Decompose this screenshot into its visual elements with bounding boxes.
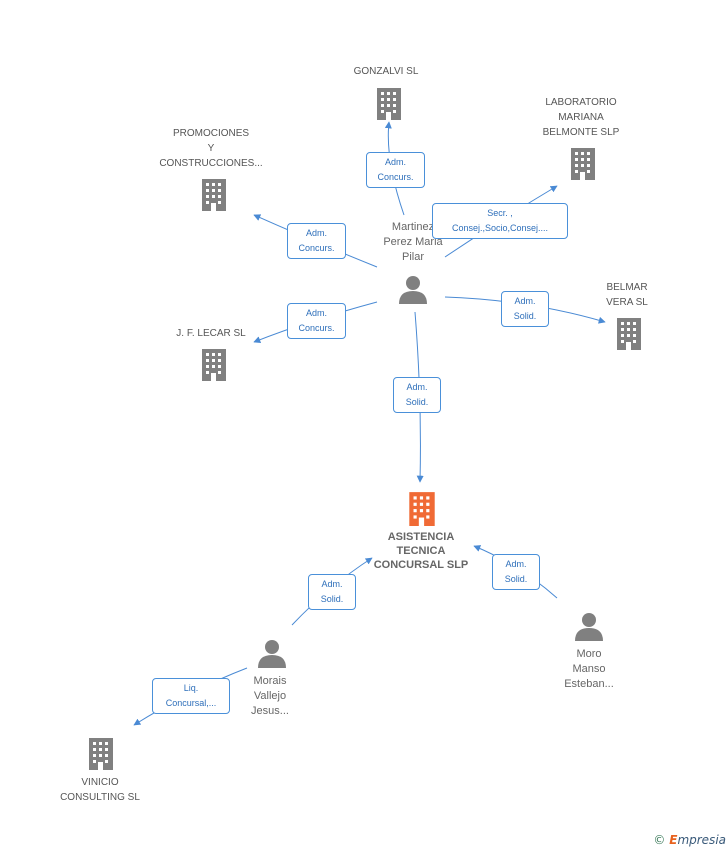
edge-label-adm-solid[interactable]: Adm. Solid. [393, 377, 441, 413]
edge-label-secretario-consejero[interactable]: Secr. , Consej.,Socio,Consej.... [432, 203, 568, 239]
person-label-martinez[interactable]: Martinez Perez Maria Pilar [383, 221, 443, 263]
edge-label-adm-concurs[interactable]: Adm. Concurs. [366, 152, 425, 188]
person-label-moro[interactable]: Moro Manso Esteban... [564, 648, 614, 690]
building-icon[interactable] [374, 86, 404, 120]
company-label-vinicio[interactable]: VINICIO CONSULTING SL [60, 777, 140, 803]
main-building-icon[interactable] [406, 490, 438, 526]
building-icon[interactable] [614, 316, 644, 350]
brand-logo[interactable]: © Empresia [653, 833, 726, 847]
edge-label-adm-concurs[interactable]: Adm. Concurs. [287, 303, 346, 339]
building-icon[interactable] [199, 347, 229, 381]
main-company-label[interactable]: ASISTENCIA TECNICA CONCURSAL SLP [373, 531, 469, 571]
person-label-morais[interactable]: Morais Vallejo Jesus... [251, 675, 289, 717]
edge-label-adm-solid[interactable]: Adm. Solid. [501, 291, 549, 327]
person-icon[interactable] [398, 274, 428, 304]
person-icon[interactable] [574, 611, 604, 641]
edge-label-adm-solid[interactable]: Adm. Solid. [492, 554, 540, 590]
edge-label-adm-concurs[interactable]: Adm. Concurs. [287, 223, 346, 259]
building-icon[interactable] [568, 146, 598, 180]
person-icon[interactable] [257, 638, 287, 668]
building-icon[interactable] [199, 177, 229, 211]
company-label-promociones[interactable]: PROMOCIONES Y CONSTRUCCIONES... [159, 128, 263, 169]
company-label-lecar[interactable]: J. F. LECAR SL [176, 328, 246, 339]
company-label-belmar[interactable]: BELMAR VERA SL [606, 282, 648, 308]
copyright-icon: © [653, 833, 666, 847]
building-icon[interactable] [86, 736, 116, 770]
company-label-laboratorio[interactable]: LABORATORIO MARIANA BELMONTE SLP [542, 97, 620, 138]
edge-label-liq-concursal[interactable]: Liq. Concursal,... [152, 678, 230, 714]
company-label-gonzalvi[interactable]: GONZALVI SL [353, 66, 419, 77]
edge-label-adm-solid[interactable]: Adm. Solid. [308, 574, 356, 610]
